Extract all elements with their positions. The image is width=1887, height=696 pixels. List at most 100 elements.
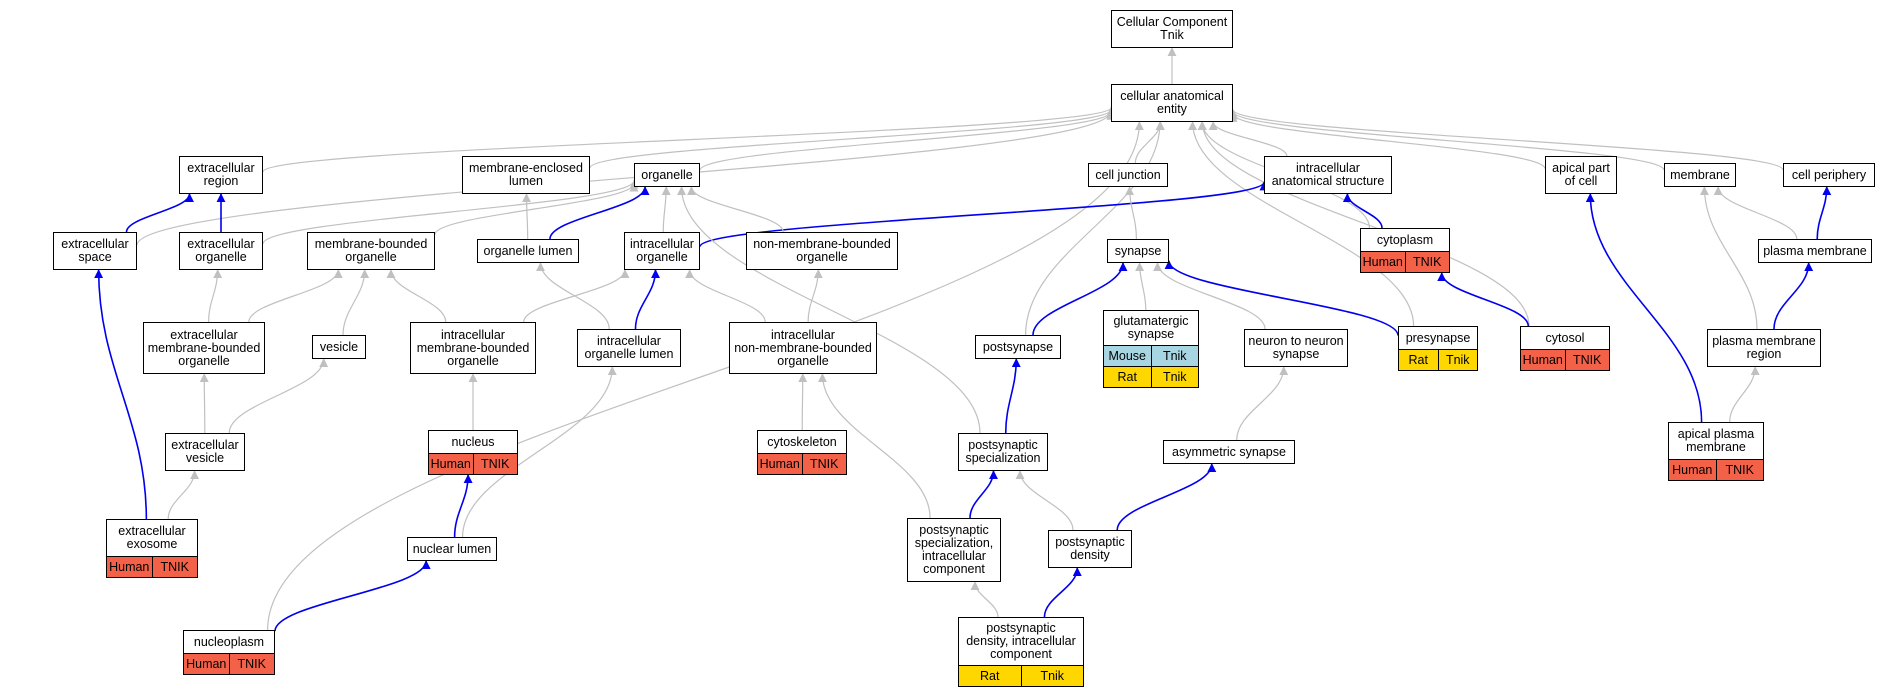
edge-glusyn-to-synapse [1135,262,1147,311]
edge-exosome-to-extves [167,470,200,520]
edge-orglumen-to-organelle [549,186,650,240]
edge-mel-to-cae [589,108,1116,169]
annotation-human-cell: Human [758,454,802,474]
go-term-node-extspace[interactable]: extracellular space [53,232,137,270]
edge-pss-to-postsynapse [1004,358,1021,434]
go-term-node-vesicle[interactable]: vesicle [312,335,366,359]
go-term-node-psdic[interactable]: postsynaptic density, intracellular comp… [958,617,1084,687]
edge-cytoskeleton-to-intnmbo [798,373,808,431]
go-term-node-psd[interactable]: postsynaptic density [1048,530,1132,568]
annotation-human-cell: TNIK [801,454,846,474]
annotation-rat-cell: Rat [1104,367,1151,387]
go-term-node-intorglumen[interactable]: intracellular organelle lumen [577,329,681,367]
go-term-node-pssic[interactable]: postsynaptic specialization, intracellul… [907,518,1001,582]
edge-psdic-to-psd [1043,567,1082,618]
edge-ias-to-cae [1208,121,1288,157]
go-term-node-orglumen[interactable]: organelle lumen [477,239,579,263]
go-term-node-extorg[interactable]: extracellular organelle [179,232,263,270]
edge-apical-to-cae [1228,112,1546,169]
edge-presynapse-to-synapse [1164,260,1399,336]
go-term-label: nucleoplasm [193,634,265,649]
annotation-mouse-cell: Tnik [1150,346,1198,366]
annotation-human-cell: TNIK [1715,460,1763,480]
go-term-node-extmbo[interactable]: extracellular membrane-bounded organelle [143,322,265,374]
go-term-node-intorg[interactable]: intracellular organelle [624,232,700,270]
go-term-label: cell junction [1095,167,1161,182]
go-term-label: cytoplasm [1376,232,1434,247]
go-term-label: plasma membrane region [1712,334,1816,361]
go-term-node-extreg[interactable]: extracellular region [179,156,263,194]
go-term-node-intnmbo[interactable]: intracellular non-membrane-bounded organ… [729,322,877,374]
go-term-node-nuclumen[interactable]: nuclear lumen [407,537,497,561]
edge-pmregion-to-plasmamem [1773,262,1814,330]
edge-presynapse-to-cae [1188,121,1415,327]
go-term-node-membrane[interactable]: membrane [1664,163,1736,187]
edge-cytoplasm-to-ias [1342,193,1383,229]
go-term-node-mel[interactable]: membrane-enclosed lumen [462,156,590,194]
edge-pmregion-to-membrane [1699,186,1758,330]
go-term-node-organelle[interactable]: organelle [634,163,700,187]
go-term-label: intracellular organelle [630,237,694,264]
go-term-node-synapse[interactable]: synapse [1107,239,1169,263]
annotation-human-cell: Human [1669,460,1716,480]
go-term-label: intracellular organelle lumen [584,334,674,361]
edge-apm-to-pmregion [1729,366,1760,423]
annotation-human-cell: TNIK [472,454,517,474]
edge-synapse-to-celljunction [1125,186,1138,240]
go-term-node-intmbo[interactable]: intracellular membrane-bounded organelle [410,322,536,374]
go-term-label: extracellular region [187,161,255,188]
go-term-node-extves[interactable]: extracellular vesicle [165,433,245,471]
go-term-label: postsynaptic specialization, intracellul… [914,523,994,576]
go-term-label: cytosol [1545,330,1585,345]
go-term-label: neuron to neuron synapse [1248,334,1344,361]
go-term-node-mbo[interactable]: membrane-bounded organelle [307,232,435,270]
edge-psd-to-pss [1015,470,1074,531]
go-term-node-root[interactable]: Cellular Component Tnik [1111,10,1233,48]
go-term-node-nmbo[interactable]: non-membrane-bounded organelle [746,232,898,270]
go-term-label: intracellular non-membrane-bounded organ… [734,327,872,368]
edge-apm-to-apical [1585,193,1703,423]
edge-pssic-to-intnmbo [817,373,931,519]
go-term-node-celljunction[interactable]: cell junction [1088,163,1168,187]
go-term-label: organelle [641,167,693,182]
go-term-node-asymsyn[interactable]: asymmetric synapse [1163,440,1295,464]
annotation-human-cell: TNIK [1404,252,1449,272]
go-term-node-cae[interactable]: cellular anatomical entity [1111,84,1233,122]
edge-intorglumen-to-intorg [634,269,661,330]
annotation-human-cell: Human [1361,252,1405,272]
go-term-node-plasmamem[interactable]: plasma membrane [1758,239,1872,263]
go-term-label: postsynaptic density, intracellular comp… [966,621,1076,661]
edge-extves-to-extmbo [199,373,209,434]
annotation-rat-cell: Tnik [1020,666,1083,686]
go-term-node-pmregion[interactable]: plasma membrane region [1707,329,1821,367]
annotation-human-cell: Human [1521,350,1565,370]
annotation-rat-cell: Rat [959,666,1021,686]
go-term-node-cellperiph[interactable]: cell periphery [1783,163,1875,187]
go-term-node-apical[interactable]: apical part of cell [1545,156,1617,194]
go-term-label: non-membrane-bounded organelle [753,237,891,264]
annotation-human-cell: Human [429,454,473,474]
go-term-node-ias[interactable]: intracellular anatomical structure [1264,156,1392,194]
annotation-mouse-cell: Mouse [1104,346,1151,366]
go-term-node-postsynapse[interactable]: postsynapse [975,335,1061,359]
go-term-node-pss[interactable]: postsynaptic specialization [958,433,1048,471]
go-term-label: extracellular space [61,237,129,264]
annotation-human-cell: Human [107,557,152,577]
edge-postsynapse-to-cae [1024,121,1165,336]
go-term-node-n2n[interactable]: neuron to neuron synapse [1244,329,1348,367]
